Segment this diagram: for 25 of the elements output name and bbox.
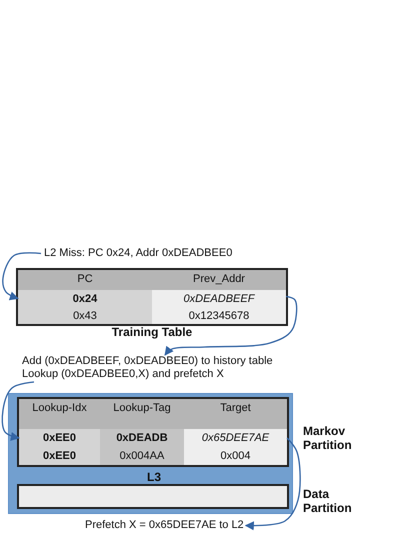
- table-cell: 0x65DEE7AE: [184, 429, 287, 447]
- arrow: [244, 438, 301, 530]
- annotation-text: Prefetch X = 0x65DEE7AE to L2: [85, 519, 244, 532]
- column-header: Lookup-Tag: [100, 399, 184, 429]
- column-header: Prev_Addr: [152, 270, 286, 290]
- partition-label: Data Partition: [303, 487, 353, 515]
- arrow: [2, 381, 34, 441]
- table-cell: 0x12345678: [152, 307, 286, 324]
- table-cell: 0xEE0: [19, 447, 100, 465]
- annotation-text: L2 Miss: PC 0x24, Addr 0xDEADBEE0: [44, 247, 304, 260]
- table-cell: 0x004AA: [100, 447, 184, 465]
- column-header: Lookup-Idx: [19, 399, 100, 429]
- annotation-text: Add (0xDEADBEEF, 0xDEADBEE0) to history table Lookup (0xDEADBEE0,X) and prefetch X: [22, 355, 284, 381]
- column-header: Target: [184, 399, 287, 429]
- table-cell: 0xDEADBEEF: [152, 290, 286, 307]
- table-cell: 0xDEADB: [100, 429, 184, 447]
- column-header: PC: [18, 270, 152, 290]
- table-caption: Training Table: [110, 325, 194, 339]
- table-cell: 0x004: [184, 447, 287, 465]
- partition-label: Markov Partition: [303, 424, 353, 452]
- arrow: [2, 252, 42, 300]
- table-cell: 0x43: [18, 307, 152, 324]
- cache-label: L3: [146, 470, 162, 484]
- table-cell: 0x24: [18, 290, 152, 307]
- table-cell: 0xEE0: [19, 429, 100, 447]
